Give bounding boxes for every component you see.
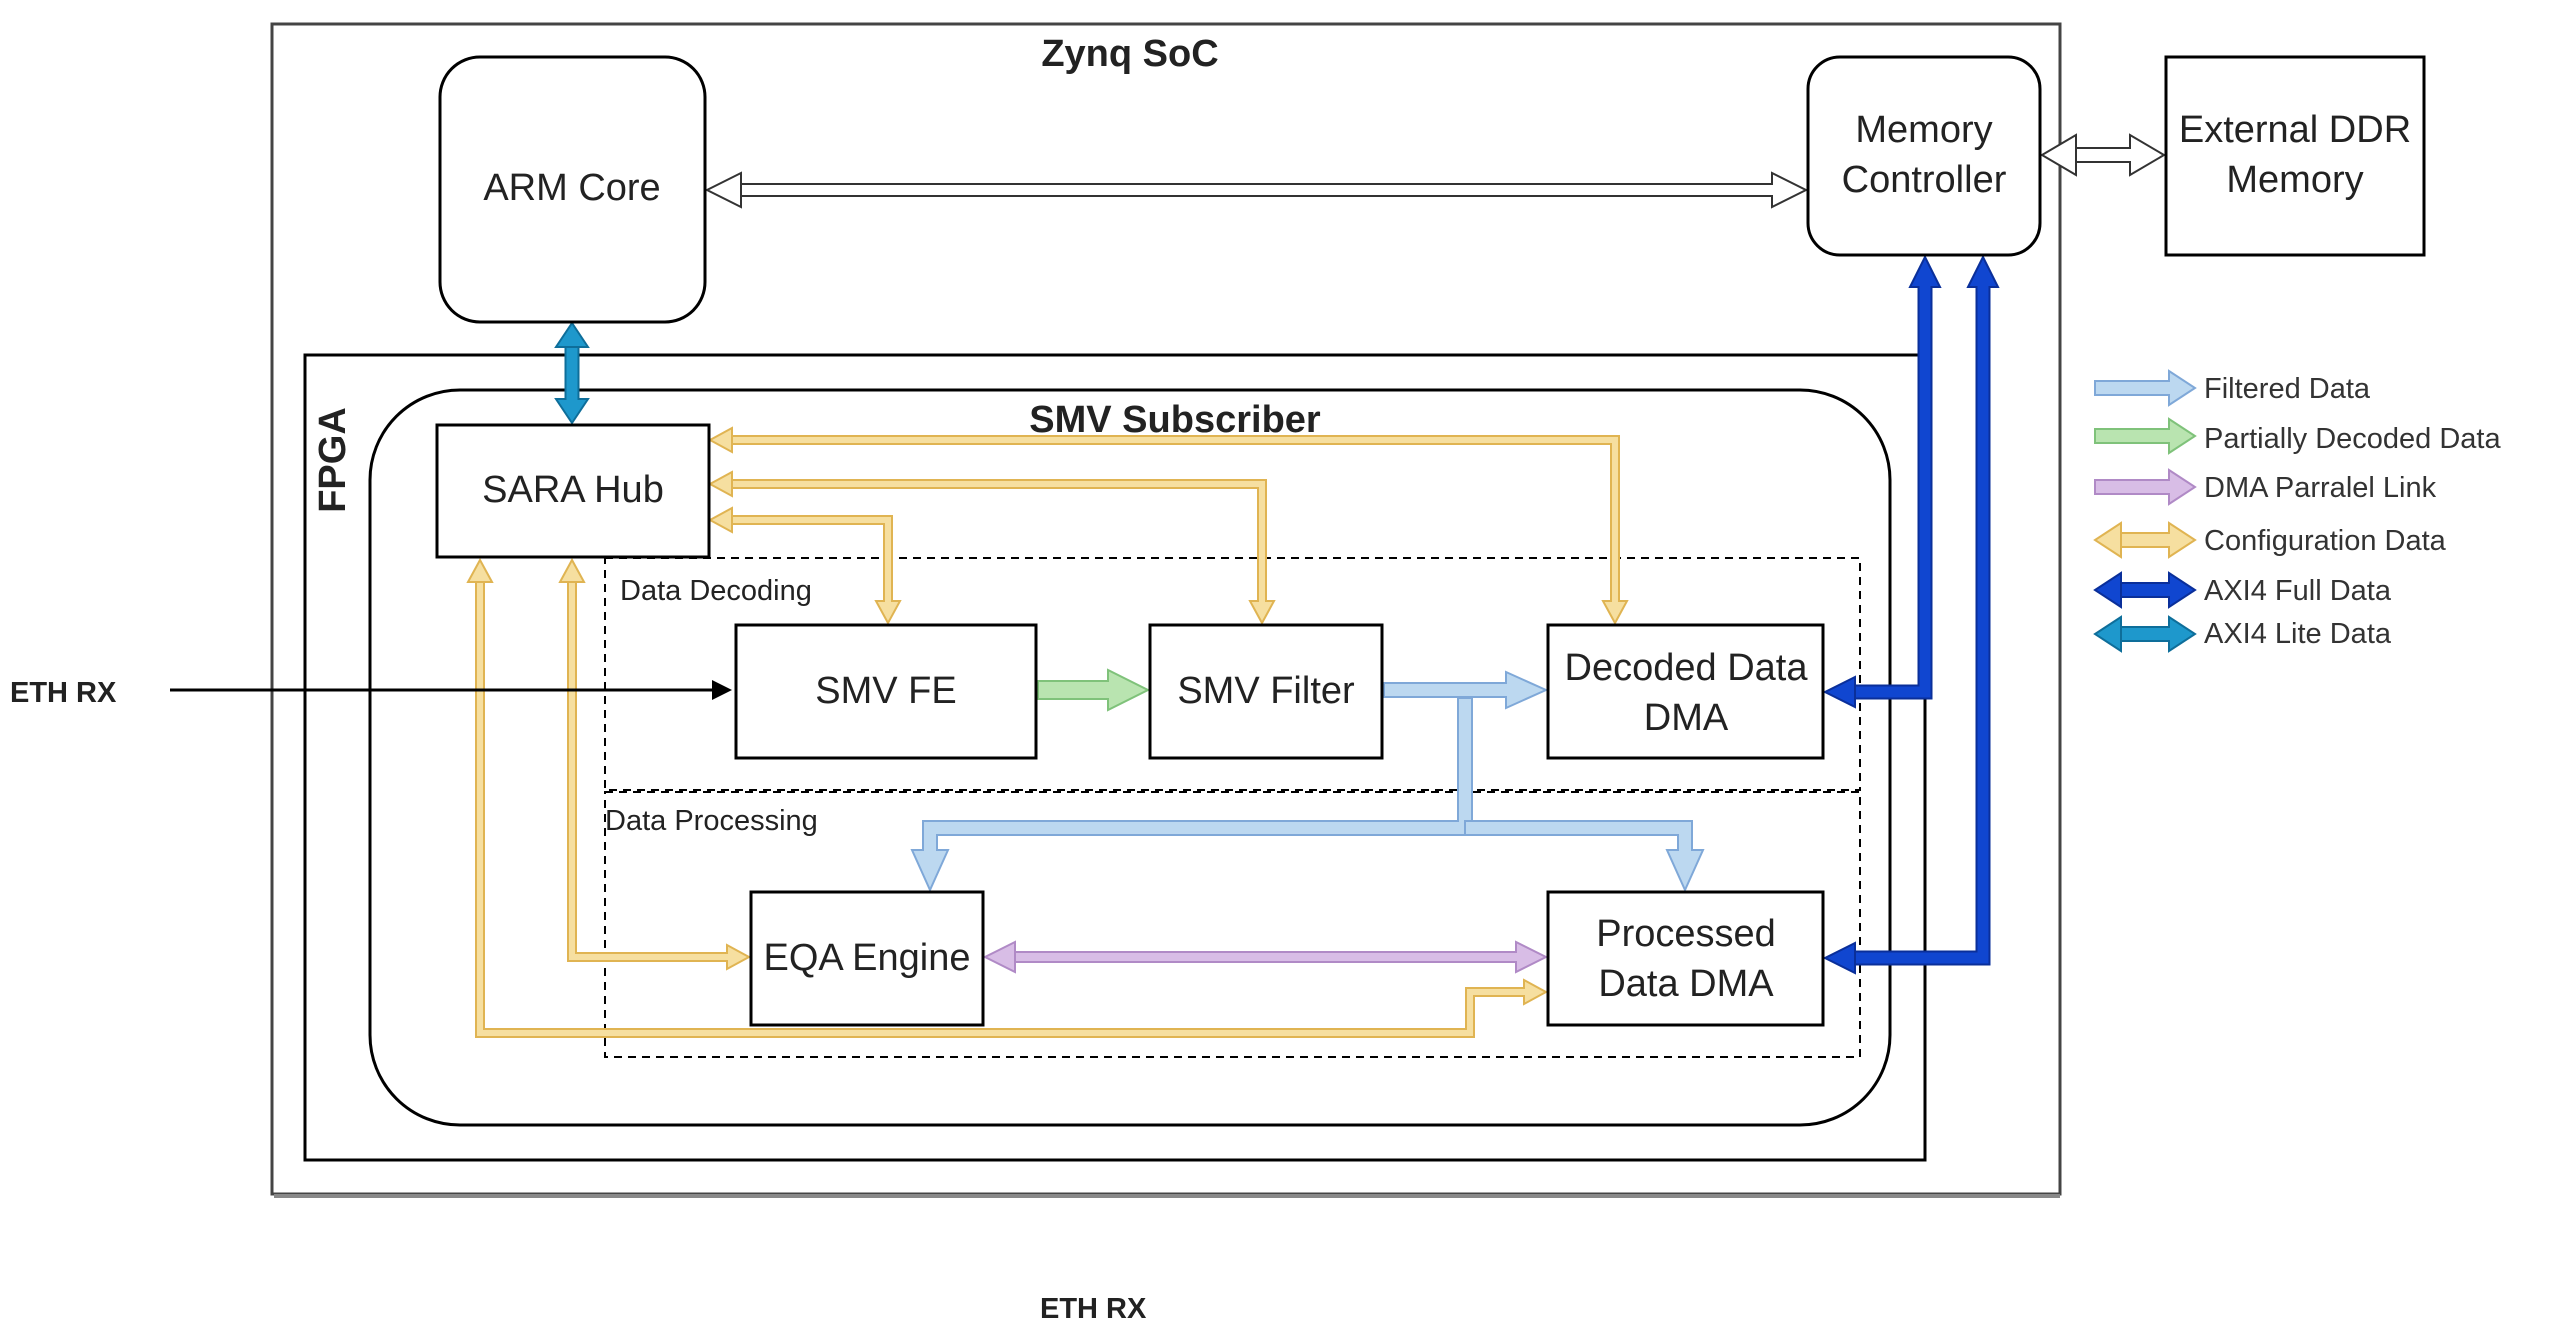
legend-label-partially-decoded-data: Partially Decoded Data (2204, 423, 2501, 455)
data-decoding-label: Data Decoding (620, 575, 812, 607)
legend-swatch-filtered-data (2094, 369, 2197, 407)
decoded-data-dma-label-line2: DMA (1644, 697, 1729, 739)
eth-rx-bottom-label: ETH RX (1040, 1293, 1147, 1325)
smv-subscriber-container: SMV Subscriber (368, 388, 1892, 1127)
filtered-arrow-to-eqa-engine (910, 697, 1473, 893)
legend-item-filtered-data: Filtered Data (2094, 369, 2371, 407)
axi4-full-arrow-decoded-dma-to-memory (1822, 254, 1942, 709)
filtered-arrow-to-processed-dma (1464, 820, 1705, 893)
legend-label-axi4-full-data: AXI4 Full Data (2204, 575, 2392, 607)
legend-label-axi4-lite-data: AXI4 Lite Data (2204, 618, 2392, 650)
smv-subscriber-title: SMV Subscriber (1029, 399, 1321, 441)
partial-decoded-arrow-fe-to-filter (1037, 668, 1151, 712)
legend-label-dma-parallel-link: DMA Parralel Link (2204, 472, 2437, 504)
eth-rx-input-arrow (170, 680, 732, 700)
config-arrow-sara-to-smv-filter (707, 470, 1276, 626)
sara-hub-block: SARA Hub (435, 423, 711, 559)
legend-label-filtered-data: Filtered Data (2204, 373, 2371, 405)
config-arrow-sara-to-decoded-dma (707, 426, 1629, 626)
legend-label-configuration-data: Configuration Data (2204, 525, 2447, 557)
legend-swatch-axi4-lite-data (2093, 615, 2197, 653)
arm-core-block: ARM Core (438, 55, 707, 324)
memory-ddr-bus-arrow (2040, 133, 2166, 177)
legend-swatch-partially-decoded-data (2094, 417, 2197, 455)
decoded-data-dma-block: Decoded Data DMA (1546, 623, 1825, 760)
legend-swatch-dma-parallel-link (2094, 468, 2197, 506)
data-decoding-group: Data Decoding (604, 557, 1861, 791)
axi4-full-arrow-processed-dma-to-memory (1822, 254, 2000, 975)
config-arrow-sara-to-eqa-engine (558, 557, 752, 971)
data-processing-label: Data Processing (605, 805, 818, 837)
dma-parallel-link-eqa-to-processed-dma (982, 940, 1549, 974)
config-arrows (466, 426, 1629, 1038)
legend-item-dma-parallel-link: DMA Parralel Link (2094, 468, 2437, 506)
decoded-data-dma-label-line1: Decoded Data (1565, 647, 1809, 689)
legend-item-axi4-full-data: AXI4 Full Data (2093, 571, 2392, 609)
processed-data-dma-label-line2: Data DMA (1598, 963, 1774, 1005)
legend-swatch-configuration-data (2093, 521, 2197, 559)
processed-data-dma-label-line1: Processed (1596, 913, 1776, 955)
data-processing-group: Data Processing (604, 791, 1861, 1058)
arm-core-label: ARM Core (483, 167, 660, 209)
smv-fe-label: SMV FE (815, 670, 956, 712)
eth-rx-input-label: ETH RX (10, 677, 117, 709)
smv-fe-block: SMV FE (734, 623, 1038, 760)
axi4-full-arrows (1822, 254, 2000, 975)
processed-data-dma-block: Processed Data DMA (1546, 890, 1825, 1027)
memory-controller-label-line1: Memory (1855, 109, 1992, 151)
sara-hub-label: SARA Hub (482, 469, 664, 511)
smv-filter-label: SMV Filter (1177, 670, 1355, 712)
eqa-engine-block: EQA Engine (749, 890, 985, 1027)
filtered-arrow-filter-to-decoded-dma (1383, 670, 1549, 710)
legend: Filtered Data Partially Decoded Data DMA… (2093, 369, 2501, 653)
external-ddr-label-line1: External DDR (2179, 109, 2411, 151)
memory-controller-label-line2: Controller (1842, 159, 2007, 201)
legend-swatch-axi4-full-data (2093, 571, 2197, 609)
zynq-soc-title: Zynq SoC (1041, 33, 1218, 75)
axi4-lite-arrow-arm-to-sara (554, 321, 590, 425)
external-ddr-block: External DDR Memory (2164, 55, 2426, 257)
eqa-engine-label: EQA Engine (763, 937, 970, 979)
config-arrow-sara-to-processed-dma (466, 557, 1549, 1038)
arm-memory-bus-arrow (704, 171, 1809, 209)
filtered-data-arrows (910, 670, 1705, 893)
legend-item-axi4-lite-data: AXI4 Lite Data (2093, 615, 2392, 653)
smv-filter-block: SMV Filter (1148, 623, 1384, 760)
legend-item-configuration-data: Configuration Data (2093, 521, 2447, 559)
config-arrow-sara-to-smv-fe (707, 506, 902, 626)
memory-controller-block: Memory Controller (1806, 55, 2042, 257)
fpga-title: FPGA (312, 407, 354, 513)
external-ddr-label-line2: Memory (2226, 159, 2363, 201)
legend-item-partially-decoded-data: Partially Decoded Data (2094, 417, 2501, 455)
fpga-container: FPGA (303, 353, 1927, 1162)
